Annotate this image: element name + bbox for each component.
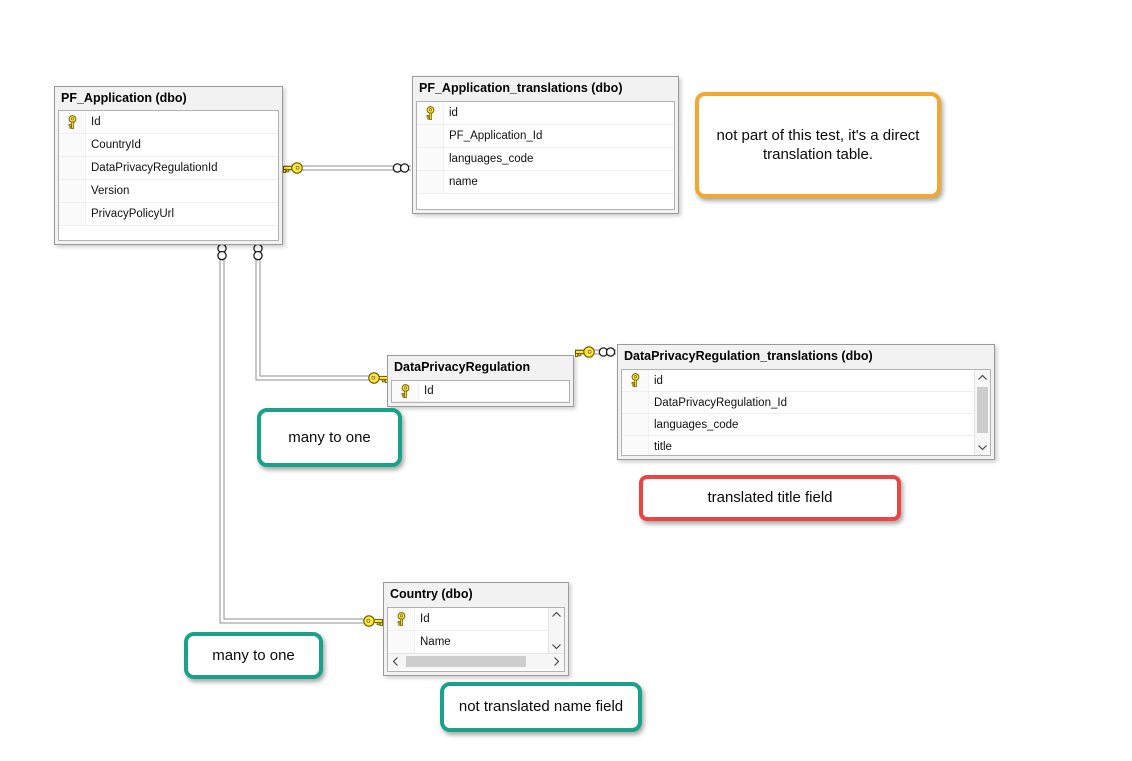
key-icon	[363, 615, 384, 627]
table-row[interactable]: id	[622, 370, 975, 392]
annotation-text: translated title field	[707, 489, 833, 507]
table-row[interactable]: CountryId	[59, 134, 278, 157]
scrollbar-thumb[interactable]	[977, 387, 988, 433]
table-row[interactable]: title	[622, 436, 975, 455]
annotation-many-to-one-top: many to one	[257, 408, 402, 467]
scroll-down-button[interactable]	[975, 440, 990, 455]
infinity-icon	[253, 243, 263, 261]
infinity-icon	[217, 243, 227, 261]
primary-key-icon	[388, 608, 415, 630]
scroll-up-button[interactable]	[549, 608, 564, 621]
scroll-left-button[interactable]	[388, 654, 403, 669]
annotation-text: not translated name field	[458, 698, 624, 716]
annotation-not-translated-name: not translated name field	[440, 682, 642, 732]
table-row[interactable]: languages_code	[417, 148, 674, 171]
column-name: id	[449, 107, 458, 119]
table-pf-application[interactable]: PF_Application (dbo) Id CountryId DataPr…	[54, 86, 283, 245]
table-dataprivacyregulation[interactable]: DataPrivacyRegulation Id	[387, 355, 574, 407]
column-name: Id	[420, 613, 430, 625]
table-pf-application-translations[interactable]: PF_Application_translations (dbo) id PF_…	[412, 76, 679, 214]
table-row[interactable]: Version	[59, 180, 278, 203]
column-name: CountryId	[91, 139, 141, 151]
table-row[interactable]: languages_code	[622, 414, 975, 436]
column-name: id	[654, 374, 663, 387]
column-name: PF_Application_Id	[449, 130, 543, 142]
column-name: Id	[91, 116, 101, 128]
table-row[interactable]: Name	[388, 631, 549, 654]
column-name: Name	[420, 636, 451, 648]
table-row[interactable]: Id	[392, 381, 569, 402]
vertical-scrollbar[interactable]	[974, 370, 990, 455]
table-row[interactable]: DataPrivacyRegulationId	[59, 157, 278, 180]
primary-key-icon	[392, 381, 419, 401]
annotation-many-to-one-bottom: many to one	[184, 632, 323, 679]
key-icon	[574, 346, 595, 358]
scrollbar-thumb[interactable]	[406, 656, 526, 667]
table-dataprivacyregulation-translations[interactable]: DataPrivacyRegulation_translations (dbo)…	[617, 344, 995, 460]
primary-key-icon	[59, 111, 86, 133]
table-title[interactable]: PF_Application (dbo)	[61, 91, 187, 105]
scroll-down-button[interactable]	[549, 640, 564, 653]
vertical-scrollbar[interactable]	[548, 608, 564, 653]
column-name: languages_code	[654, 418, 739, 431]
column-name: Version	[91, 185, 130, 197]
table-title[interactable]: DataPrivacyRegulation_translations (dbo)	[624, 349, 873, 363]
column-name: DataPrivacyRegulation_Id	[654, 396, 787, 409]
column-name: PrivacyPolicyUrl	[91, 208, 175, 220]
scroll-right-button[interactable]	[549, 654, 564, 669]
annotation-translation-note: not part of this test, it's a direct tra…	[695, 92, 941, 198]
column-name: name	[449, 176, 478, 188]
table-row[interactable]: Id	[59, 111, 278, 134]
annotation-text: not part of this test, it's a direct tra…	[716, 126, 920, 164]
column-name: Id	[424, 385, 434, 397]
key-icon	[368, 372, 389, 384]
primary-key-icon	[417, 102, 444, 124]
key-icon	[282, 162, 303, 174]
primary-key-icon	[622, 370, 649, 391]
annotation-translated-title: translated title field	[639, 475, 901, 521]
table-title[interactable]: DataPrivacyRegulation	[394, 360, 531, 374]
table-row[interactable]: Id	[388, 608, 549, 631]
table-title[interactable]: PF_Application_translations (dbo)	[419, 81, 623, 95]
column-name: DataPrivacyRegulationId	[91, 162, 218, 174]
infinity-icon	[598, 347, 616, 357]
column-name: languages_code	[449, 153, 534, 165]
horizontal-scrollbar[interactable]	[388, 653, 564, 669]
column-name: title	[654, 440, 672, 453]
table-row[interactable]: PF_Application_Id	[417, 125, 674, 148]
table-country[interactable]: Country (dbo) Id Name	[383, 582, 569, 676]
annotation-text: many to one	[288, 428, 371, 446]
table-row[interactable]: PrivacyPolicyUrl	[59, 203, 278, 226]
table-row[interactable]: DataPrivacyRegulation_Id	[622, 392, 975, 414]
infinity-icon	[392, 163, 410, 173]
scroll-up-button[interactable]	[975, 370, 990, 385]
table-row[interactable]: name	[417, 171, 674, 194]
table-title[interactable]: Country (dbo)	[390, 587, 473, 601]
annotation-text: many to one	[212, 646, 295, 664]
table-row[interactable]: id	[417, 102, 674, 125]
